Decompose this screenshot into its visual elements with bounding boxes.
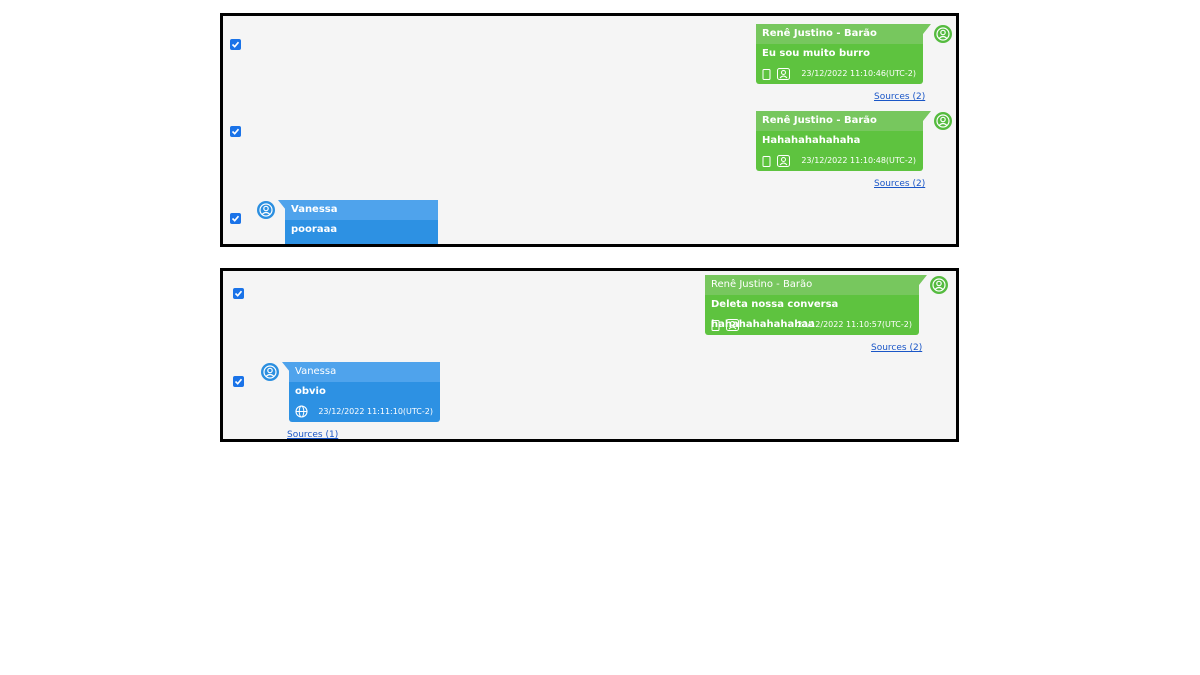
- phone-icon: [762, 69, 771, 80]
- message-text: Hahahahahahaha: [762, 135, 861, 146]
- avatar: [930, 276, 948, 294]
- bubble-tail: [278, 200, 286, 210]
- sources-link[interactable]: Sources (2): [874, 92, 926, 102]
- bubble-tail: [923, 111, 931, 121]
- user-icon: [936, 27, 950, 41]
- sender-name: Vanessa: [285, 200, 438, 220]
- chat-row: Vanessa obvio 23/12/2022 11:11:10(UTC-2)…: [223, 359, 956, 440]
- contacts-icon: [726, 319, 739, 331]
- message-checkbox[interactable]: [233, 376, 244, 387]
- message-text: pooraaa: [291, 224, 338, 235]
- outgoing-message-bubble: Renê Justino - Barão Hahahahahahaha 23/1…: [756, 111, 923, 171]
- phone-icon: [711, 320, 720, 331]
- incoming-message-bubble: Vanessa obvio 23/12/2022 11:11:10(UTC-2): [289, 362, 440, 422]
- phone-icon: [762, 156, 771, 167]
- check-icon: [234, 290, 243, 297]
- check-icon: [231, 41, 240, 48]
- user-icon: [936, 114, 950, 128]
- avatar: [257, 201, 275, 219]
- check-icon: [234, 378, 243, 385]
- message-timestamp: 23/12/2022 11:10:46(UTC-2): [801, 69, 916, 78]
- message-timestamp: 23/12/2022 11:10:48(UTC-2): [801, 156, 916, 165]
- bubble-tail: [923, 24, 931, 34]
- contacts-icon: [777, 155, 790, 167]
- message-timestamp: 23/12/2022 11:10:57(UTC-2): [797, 320, 912, 329]
- user-icon: [263, 365, 277, 379]
- avatar: [934, 112, 952, 130]
- incoming-message-bubble: Vanessa pooraaa: [285, 200, 438, 244]
- sources-link[interactable]: Sources (2): [874, 179, 926, 189]
- sources-link[interactable]: Sources (2): [871, 343, 923, 353]
- message-meta: 23/12/2022 11:11:10(UTC-2): [289, 402, 440, 422]
- bubble-tail: [919, 275, 927, 285]
- message-timestamp: 23/12/2022 11:11:10(UTC-2): [318, 407, 433, 416]
- chat-row: Renê Justino - Barão Hahahahahahaha 23/1…: [223, 106, 956, 196]
- avatar: [261, 363, 279, 381]
- check-icon: [231, 215, 240, 222]
- sources-link[interactable]: Sources (1): [287, 430, 339, 440]
- chat-panel-2: Renê Justino - Barão Deleta nossa conver…: [220, 268, 959, 442]
- sender-name: Renê Justino - Barão: [705, 275, 919, 295]
- contacts-icon: [777, 68, 790, 80]
- chat-row: Renê Justino - Barão Deleta nossa conver…: [223, 271, 956, 359]
- chat-row: Renê Justino - Barão Eu sou muito burro …: [223, 16, 956, 106]
- message-checkbox[interactable]: [230, 213, 241, 224]
- globe-icon: [295, 405, 308, 418]
- check-icon: [231, 128, 240, 135]
- outgoing-message-bubble: Renê Justino - Barão Deleta nossa conver…: [705, 275, 919, 335]
- message-checkbox[interactable]: [230, 126, 241, 137]
- message-text: obvio: [295, 386, 326, 397]
- avatar: [934, 25, 952, 43]
- user-icon: [932, 278, 946, 292]
- chat-row: Vanessa pooraaa: [223, 196, 956, 244]
- message-meta: 23/12/2022 11:10:48(UTC-2): [756, 151, 923, 171]
- bubble-tail: [282, 362, 290, 372]
- message-checkbox[interactable]: [233, 288, 244, 299]
- message-meta: 23/12/2022 11:10:46(UTC-2): [756, 64, 923, 84]
- user-icon: [259, 203, 273, 217]
- sender-name: Renê Justino - Barão: [756, 111, 923, 131]
- chat-panel-1: Renê Justino - Barão Eu sou muito burro …: [220, 13, 959, 247]
- sender-name: Renê Justino - Barão: [756, 24, 923, 44]
- message-text: Deleta nossa conversa hahahahahahahaa: [711, 299, 839, 330]
- message-checkbox[interactable]: [230, 39, 241, 50]
- message-meta: 23/12/2022 11:10:57(UTC-2): [705, 315, 919, 335]
- sender-name: Vanessa: [289, 362, 440, 382]
- message-text: Eu sou muito burro: [762, 48, 870, 59]
- outgoing-message-bubble: Renê Justino - Barão Eu sou muito burro …: [756, 24, 923, 84]
